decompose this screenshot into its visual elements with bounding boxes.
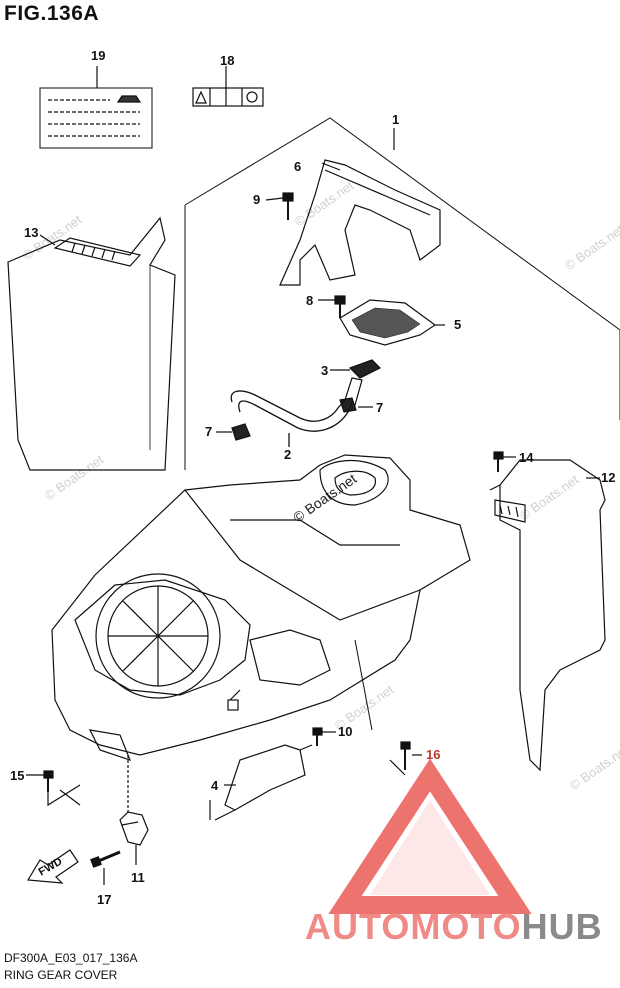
callout-8: 8	[306, 293, 314, 308]
logo-text-a: AUTOMOTO	[305, 906, 522, 947]
callout-18: 18	[220, 53, 235, 68]
group-outline-1	[184, 117, 620, 470]
callout-3: 3	[321, 363, 329, 378]
callout-12: 12	[601, 470, 616, 485]
callout-5: 5	[454, 317, 462, 332]
callout-1: 1	[392, 112, 400, 127]
callout-4: 4	[211, 778, 219, 793]
part-12-right-cover	[489, 459, 606, 772]
part-10-screw	[312, 727, 336, 746]
part-13-left-cover	[7, 216, 176, 471]
part-15-screw	[26, 770, 81, 807]
part-1-ring-gear-cover	[51, 454, 471, 761]
callout-15: 15	[10, 768, 25, 783]
label-18-warning-decal	[192, 66, 264, 107]
callout-19: 19	[91, 48, 106, 63]
part-5-grille	[339, 299, 445, 346]
part-17-bolt	[90, 850, 121, 885]
figure-title: FIG.136A	[4, 2, 100, 25]
callout-2: 2	[284, 447, 292, 462]
callout-16: 16	[426, 747, 441, 762]
part-8-bolt	[318, 295, 346, 318]
callout-17: 17	[97, 892, 112, 907]
part-11-mount	[119, 755, 149, 865]
part-6-bracket	[279, 159, 441, 286]
part-2-hose	[230, 390, 353, 447]
fwd-arrow	[26, 849, 79, 884]
callout-10: 10	[338, 724, 353, 739]
part-9-bolt	[265, 192, 294, 220]
figure-caption: RING GEAR COVER	[4, 968, 118, 982]
callout-6: 6	[294, 159, 302, 174]
part-4-plate	[209, 744, 306, 821]
logo-text-b: HUB	[521, 906, 603, 947]
label-19-decal	[39, 66, 153, 149]
callout-7-upper: 7	[376, 400, 384, 415]
callout-13: 13	[24, 225, 39, 240]
figure-code: DF300A_E03_017_136A	[4, 951, 138, 965]
callout-11: 11	[131, 870, 145, 885]
part-7-clamp-lower	[216, 423, 251, 441]
part-14-bolt	[493, 451, 516, 472]
part-3-fitting	[330, 359, 382, 406]
automotohub-logo: AUTOMOTOHUB	[305, 906, 603, 948]
callout-14: 14	[519, 450, 534, 465]
part-16-bolt	[400, 741, 422, 770]
callout-7-lower: 7	[205, 424, 213, 439]
callout-9: 9	[253, 192, 261, 207]
logo-triangle	[328, 758, 532, 914]
